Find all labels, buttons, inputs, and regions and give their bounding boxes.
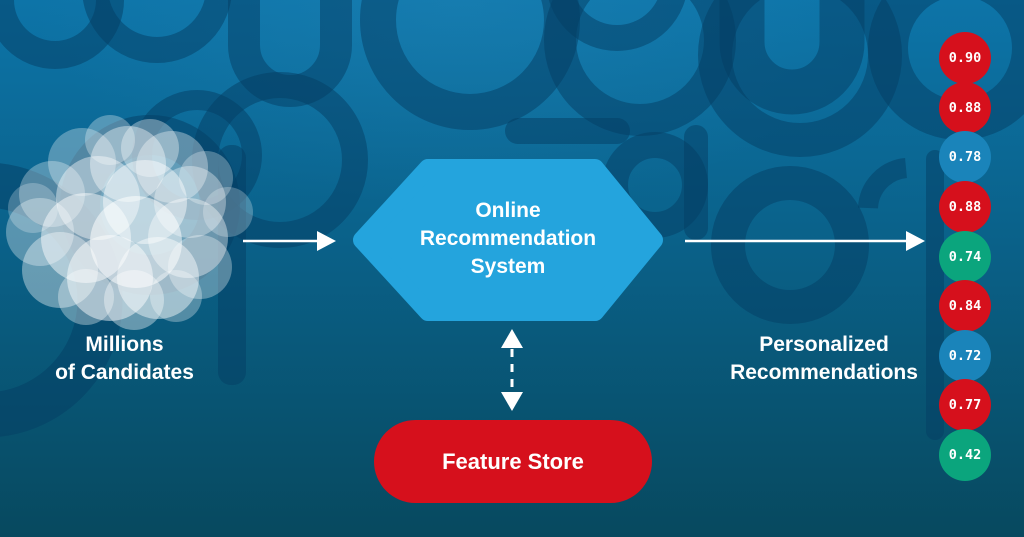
score-circle: 0.88	[939, 181, 991, 233]
score-circle: 0.42	[939, 429, 991, 481]
recommendations-label-line1: Personalized	[759, 333, 889, 356]
online-system-label-line3: System	[470, 255, 546, 278]
system-to-recommendations-arrow	[685, 231, 925, 251]
score-circle: 0.77	[939, 379, 991, 431]
feature-store-node: Feature Store	[374, 420, 652, 503]
score-circle: 0.90	[939, 32, 991, 84]
recommendations-label-line2: Recommendations	[730, 361, 918, 384]
candidates-to-system-arrow	[243, 231, 336, 251]
candidates-cloud	[6, 115, 253, 330]
score-circle: 0.84	[939, 280, 991, 332]
score-circle: 0.72	[939, 330, 991, 382]
candidates-label-line2: of Candidates	[55, 361, 194, 384]
score-circle: 0.88	[939, 82, 991, 134]
recommendations-label: Personalized Recommendations	[706, 331, 942, 387]
score-circle: 0.74	[939, 231, 991, 283]
feature-store-label: Feature Store	[442, 448, 584, 474]
candidates-label: Millions of Candidates	[2, 331, 247, 387]
score-circle: 0.78	[939, 131, 991, 183]
online-system-label: Online Recommendation System	[358, 197, 658, 281]
online-system-label-line1: Online	[475, 199, 541, 222]
online-system-label-line2: Recommendation	[419, 227, 597, 250]
candidates-label-line1: Millions	[85, 333, 164, 356]
system-feature-store-arrow	[501, 329, 523, 411]
